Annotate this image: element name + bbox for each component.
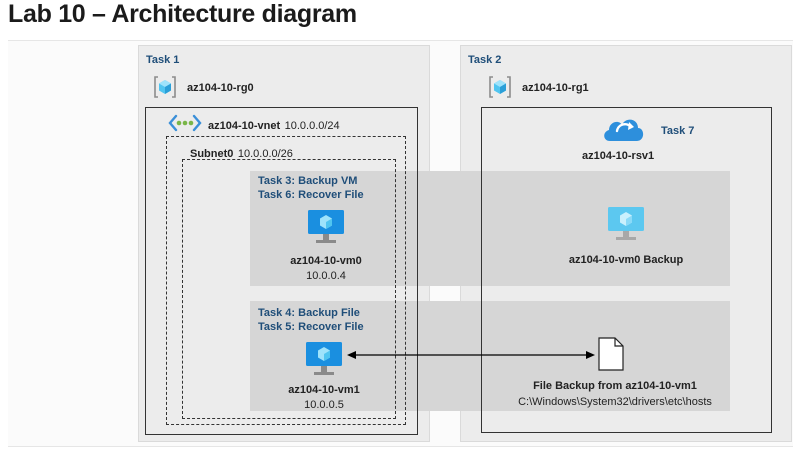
- vnet-name: az104-10-vnet: [208, 120, 281, 132]
- vm1-ip: 10.0.0.5: [304, 399, 344, 411]
- virtual-network-icon: [168, 113, 202, 133]
- band2-task-line1: Task 4: Backup File: [258, 307, 360, 319]
- task2-label: Task 2: [468, 54, 502, 66]
- subnet-cidr: 10.0.0.0/26: [237, 148, 293, 160]
- virtual-machine-backup-icon: [606, 205, 646, 243]
- subnet-inner-box: [182, 159, 396, 419]
- page-title: Lab 10 – Architecture diagram: [8, 0, 357, 28]
- vm0-name: az104-10-vm0: [290, 255, 362, 267]
- virtual-machine-icon: [304, 340, 344, 378]
- vnet-label: az104-10-vnet 10.0.0.0/24: [208, 116, 340, 134]
- task1-label: Task 1: [146, 54, 180, 66]
- vm0-backup-label: az104-10-vm0 Backup: [568, 254, 684, 266]
- subnet-outer-box: [166, 136, 406, 425]
- file-icon: [597, 337, 625, 371]
- vm1-name: az104-10-vm1: [288, 384, 360, 396]
- vm0-ip: 10.0.0.4: [306, 270, 346, 282]
- vault-name: az104-10-rsv1: [582, 150, 655, 162]
- resource-group-icon: [152, 75, 178, 99]
- band1-task-line2: Task 6: Recover File: [258, 189, 364, 201]
- virtual-machine-icon: [306, 208, 346, 246]
- band1-task-line1: Task 3: Backup VM: [258, 175, 358, 187]
- resource-group-icon: [487, 75, 513, 99]
- subnet-name: Subnet0: [190, 148, 234, 160]
- file-backup-arrow: [346, 348, 596, 362]
- vnet-cidr: 10.0.0.0/24: [284, 120, 340, 132]
- recovery-services-vault-icon: [600, 110, 646, 144]
- vault-task-label: Task 7: [661, 125, 695, 137]
- rg1-label: az104-10-rg1: [522, 82, 589, 94]
- file-backup-label: File Backup from az104-10-vm1: [533, 380, 697, 392]
- vnet-box: [145, 107, 418, 435]
- rg1-box: [481, 107, 772, 433]
- rg0-label: az104-10-rg0: [187, 82, 254, 94]
- band2-task-line2: Task 5: Recover File: [258, 321, 364, 333]
- file-backup-path: C:\Windows\System32\drivers\etc\hosts: [518, 396, 712, 408]
- subnet-label: Subnet0 10.0.0.0/26: [190, 144, 293, 162]
